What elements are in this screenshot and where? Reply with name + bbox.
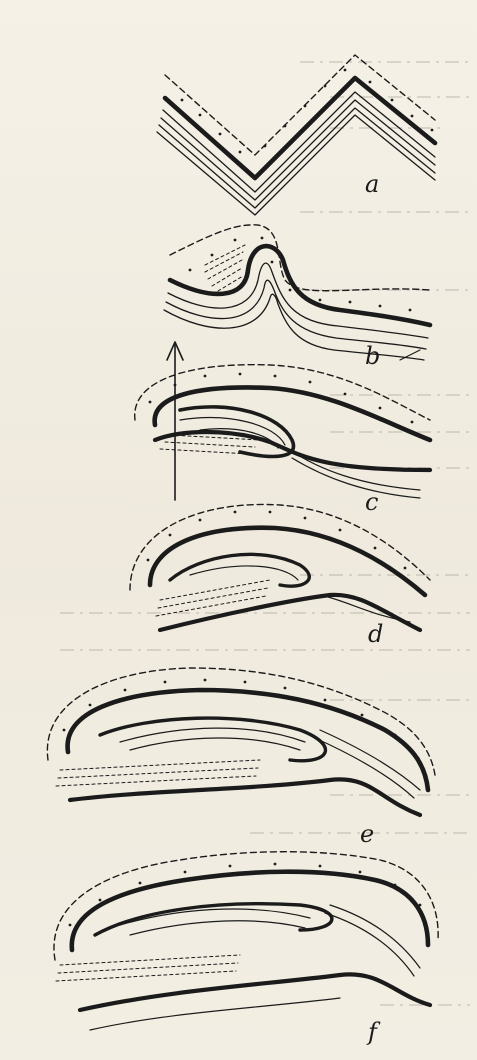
panel-a-drawing [157, 55, 435, 215]
panel-f-drawing [54, 852, 438, 1030]
panel-f-label: f [368, 1018, 377, 1046]
panel-c-label: c [365, 488, 378, 516]
panel-b-drawing [164, 225, 430, 360]
panel-e-label: e [360, 820, 374, 848]
panel-c-axis-arrow [167, 342, 183, 500]
panel-d-label: d [368, 620, 383, 648]
panel-f-shaded-core [56, 955, 240, 981]
panel-e-drawing [47, 668, 435, 815]
panel-d-drawing [130, 504, 430, 630]
panel-e-shaded-core [56, 760, 260, 786]
panel-c-drawing [135, 342, 430, 500]
panel-b-shaded-core [205, 245, 245, 291]
panel-a-label: a [365, 170, 379, 198]
panel-b-label: b [365, 342, 380, 370]
panel-b-dots [189, 237, 412, 312]
panel-d-shaded-core [156, 580, 270, 616]
